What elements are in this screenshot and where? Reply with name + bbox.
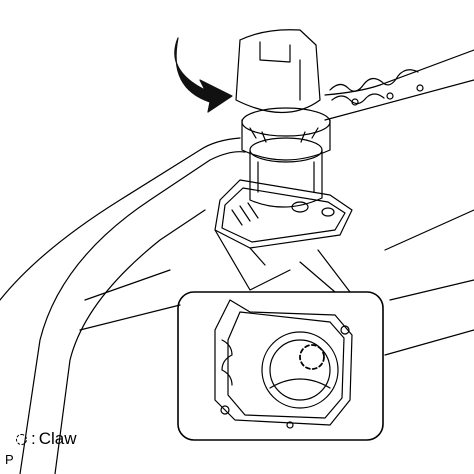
fuel-sender-body [241, 107, 331, 208]
figure-code: P [5, 452, 14, 467]
wire-harness [329, 69, 424, 106]
claw-marker [299, 344, 325, 370]
connector-housing [235, 29, 321, 114]
detail-inset [177, 291, 384, 441]
body-panel-outline [0, 49, 474, 474]
dashed-circle-icon [16, 433, 27, 445]
rotation-arrow-icon [174, 37, 233, 113]
legend: : Claw [16, 428, 77, 450]
pump-flange [214, 179, 353, 291]
legend-separator: : [31, 429, 36, 448]
legend-label: Claw [38, 429, 77, 448]
callout-leaders [299, 249, 351, 293]
